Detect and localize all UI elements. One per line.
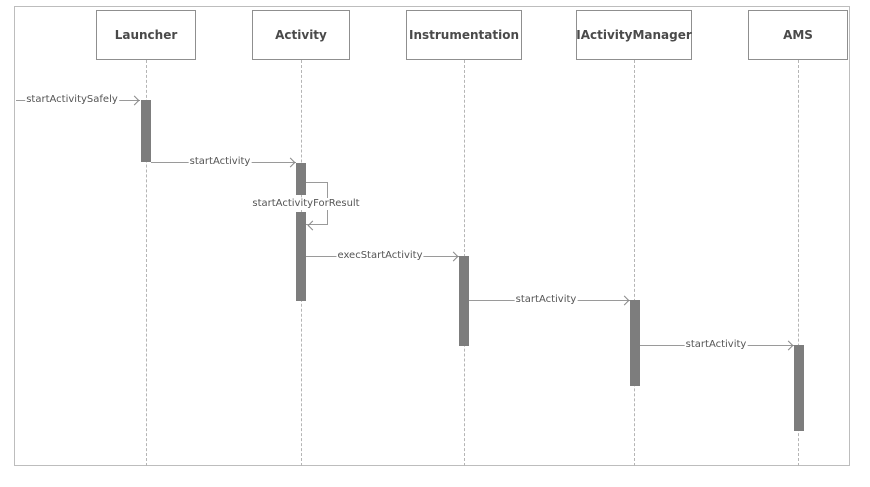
activation-activity-1 bbox=[296, 163, 306, 195]
lifeline-ams bbox=[798, 60, 799, 466]
participant-iactivitymanager: IActivityManager bbox=[576, 10, 692, 60]
activation-ams bbox=[794, 345, 804, 431]
participant-instrumentation: Instrumentation bbox=[406, 10, 522, 60]
participant-launcher: Launcher bbox=[96, 10, 196, 60]
message-label-start-activity: startActivity bbox=[514, 294, 578, 306]
activation-activity-2 bbox=[296, 212, 306, 301]
message-label-start-activity: startActivity bbox=[188, 156, 252, 168]
message-label-start-activity-safely: startActivitySafely bbox=[25, 94, 119, 106]
activation-instrumentation bbox=[459, 256, 469, 346]
participant-label: AMS bbox=[783, 28, 813, 42]
participant-activity: Activity bbox=[252, 10, 350, 60]
message-label-start-activity-for-result: startActivityForResult bbox=[251, 198, 361, 210]
participant-label: Instrumentation bbox=[408, 28, 519, 42]
participant-label: IActivityManager bbox=[576, 28, 692, 42]
participant-ams: AMS bbox=[748, 10, 848, 60]
participant-label: Activity bbox=[275, 28, 327, 42]
message-label-exec-start-activity: execStartActivity bbox=[336, 250, 424, 262]
activation-launcher bbox=[141, 100, 151, 162]
activation-iactivitymanager bbox=[630, 300, 640, 386]
participant-label: Launcher bbox=[114, 28, 178, 42]
lifeline-iactivitymanager bbox=[634, 60, 635, 466]
message-label-start-activity: startActivity bbox=[684, 339, 748, 351]
lifeline-launcher bbox=[146, 60, 147, 466]
diagram-frame bbox=[14, 6, 850, 466]
